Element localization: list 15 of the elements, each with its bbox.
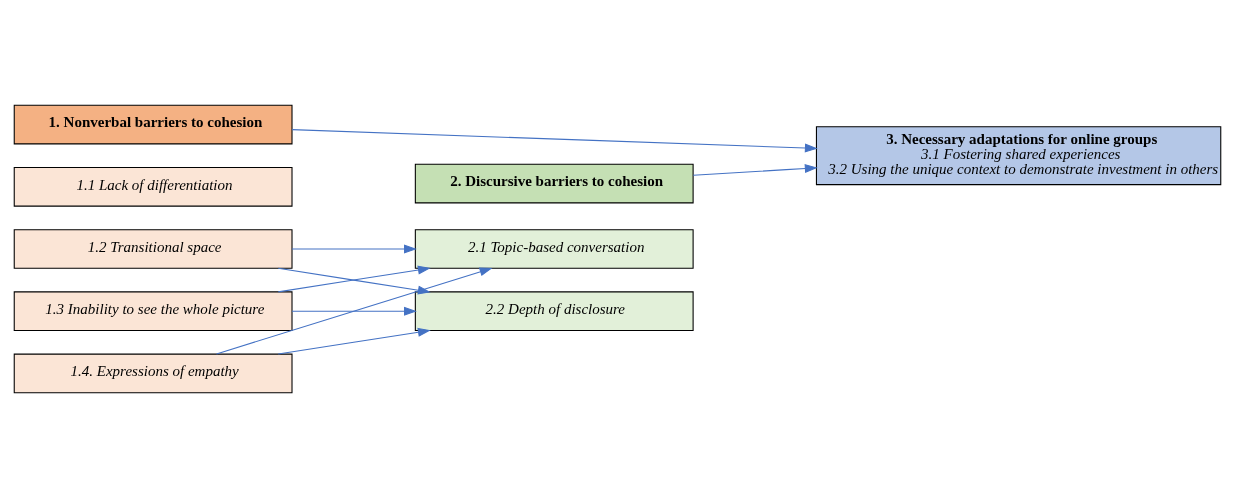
arrow	[277, 327, 431, 355]
node-box: 2.1 Topic-based conversation	[414, 228, 694, 269]
arrow	[291, 128, 818, 153]
node-box: 3. Necessary adaptations for online groups 3.1 Fostering shared experiences 3.2 Using the unique context to demonstrate investment in others	[815, 125, 1222, 185]
arrow	[291, 244, 417, 253]
node-box: 1.1 Lack of differentiation	[13, 166, 293, 207]
node-box: 1.2 Transitional space	[13, 228, 293, 269]
node-box: 1.4. Expressions of empathy	[13, 353, 293, 393]
node-box: 1. Nonverbal barriers to cohesion	[13, 104, 293, 144]
node-box: 2.2 Depth of disclosure	[414, 290, 694, 331]
arrow	[692, 163, 818, 176]
node-box: 1.3 Inability to see the whole picture	[13, 290, 293, 331]
arrow	[291, 306, 417, 316]
arrow	[216, 266, 493, 354]
node-box: 2. Discursive barriers to cohesion	[414, 163, 694, 203]
